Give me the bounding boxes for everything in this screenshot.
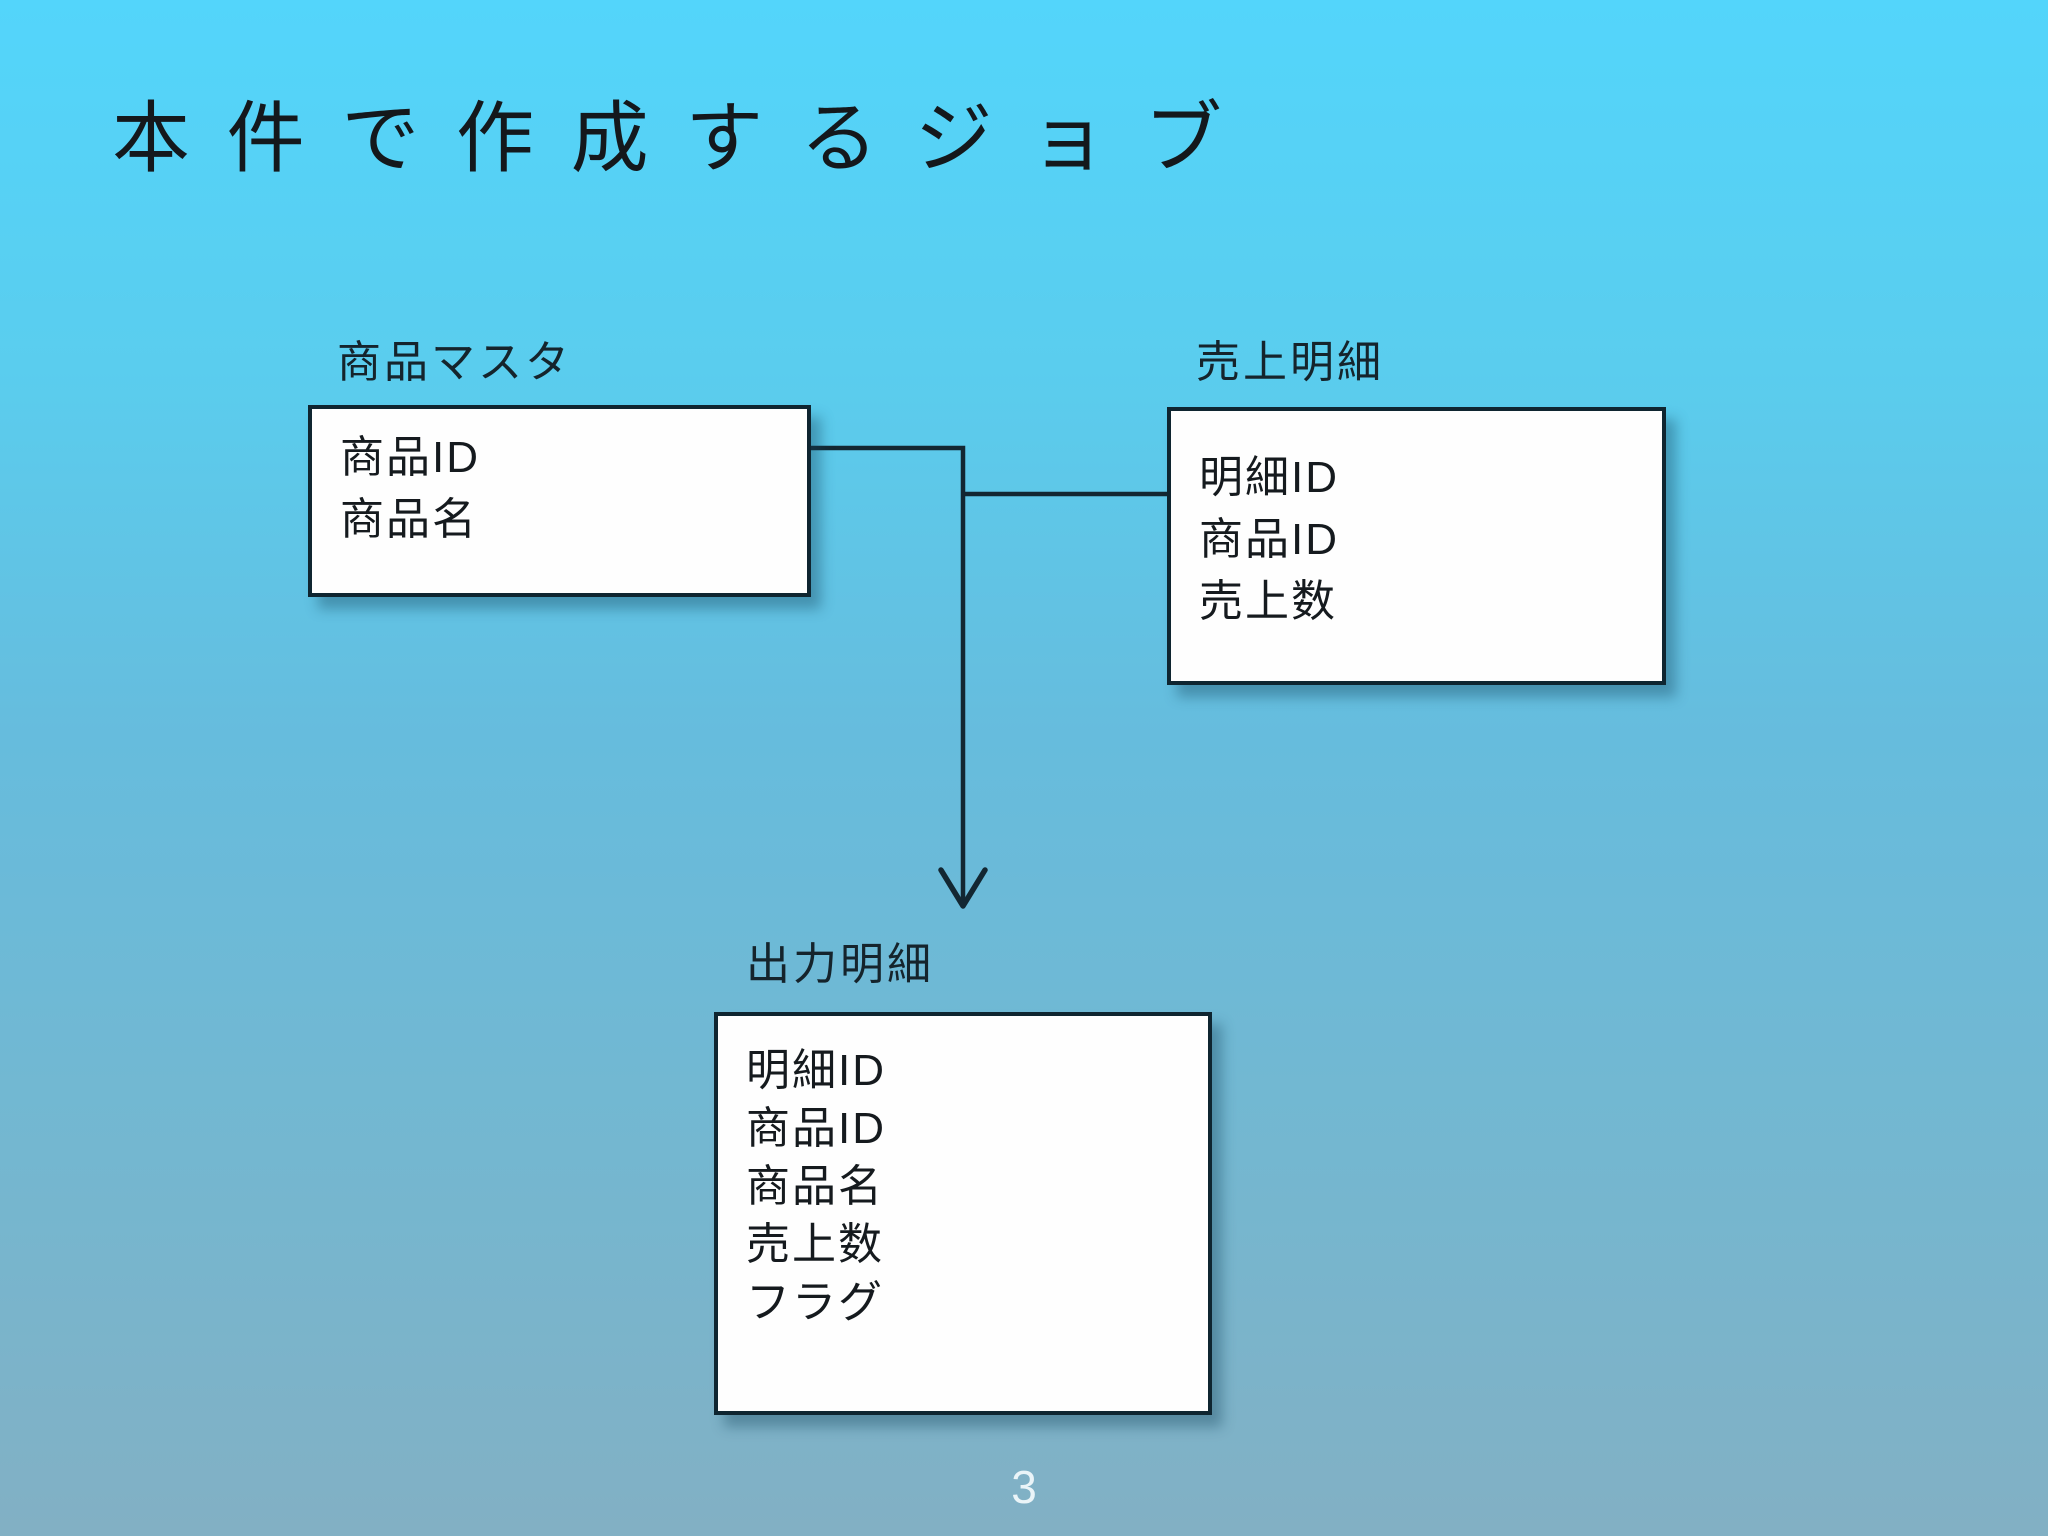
field-row: 売上数 <box>1199 577 1337 626</box>
field-row: 商品名 <box>340 495 478 544</box>
page-number: 3 <box>1011 1461 1037 1513</box>
field-row: 明細ID <box>1199 453 1339 502</box>
field-row: 商品名 <box>746 1162 884 1211</box>
entity-label-output-detail: 出力明細 <box>746 940 934 989</box>
field-row: 明細ID <box>746 1046 886 1095</box>
field-row: 商品ID <box>340 433 480 482</box>
field-row: 商品ID <box>746 1104 886 1153</box>
entity-box-sales-detail: 明細ID 商品ID 売上数 <box>1167 407 1666 685</box>
entity-label-product-master: 商品マスタ <box>337 338 572 387</box>
entity-box-output-detail: 明細ID 商品ID 商品名 売上数 フラグ <box>714 1012 1212 1415</box>
field-row: フラグ <box>746 1278 884 1327</box>
field-row: 商品ID <box>1199 515 1339 564</box>
field-row: 売上数 <box>746 1220 884 1269</box>
connector-product-master-to-junction <box>811 445 966 902</box>
entity-label-sales-detail: 売上明細 <box>1196 338 1384 387</box>
entity-box-product-master: 商品ID 商品名 <box>308 405 811 597</box>
down-arrow-icon <box>938 867 988 909</box>
slide-title: 本件で作成するジョブ <box>112 94 1259 182</box>
